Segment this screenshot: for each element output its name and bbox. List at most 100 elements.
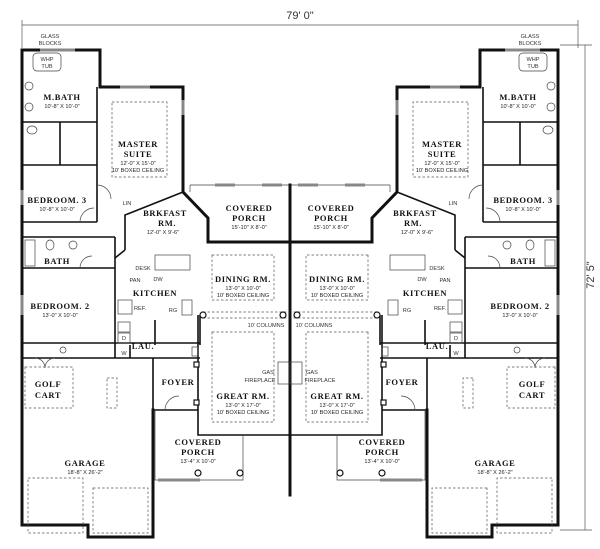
- right-m-bath-name: M.BATH: [499, 92, 536, 102]
- left-dining-name: DINING RM.: [215, 274, 271, 284]
- dimension-lines: [21, 20, 592, 531]
- left-bath-name: BATH: [44, 256, 70, 266]
- right-dining-name: DINING RM.: [309, 274, 365, 284]
- right-whp-tub-label: WHP: [526, 57, 539, 63]
- left-bedroom-3-dims: 10'-8" X 10'-0": [39, 207, 74, 213]
- left-m-bath-dims: 10'-8" X 10'-0": [44, 104, 79, 110]
- overall-width-label: 79' 0": [286, 10, 314, 22]
- right-golf-cart-name: GOLF: [519, 379, 546, 389]
- right-great-rm-name: GREAT RM.: [310, 391, 363, 401]
- right-brkfast-name: BRKFAST: [393, 208, 437, 218]
- right-washer-label: W: [453, 351, 459, 357]
- left-ref-label: REF.: [134, 306, 147, 312]
- left-front-porch-name: COVERED: [175, 437, 222, 447]
- left-glass-blocks-label: BLOCKS: [39, 41, 62, 47]
- left-columns-label: 10' COLUMNS: [248, 323, 285, 329]
- left-rear-porch-dims: 15'-10" X 8'-0": [231, 225, 266, 231]
- right-bedroom-3-name: BEDROOM. 3: [493, 195, 552, 205]
- right-front-porch-name: COVERED: [359, 437, 406, 447]
- right-brkfast-name: RM.: [404, 218, 422, 228]
- right-glass-blocks-label: BLOCKS: [519, 41, 542, 47]
- left-bedroom-2-dims: 13'-0" X 10'-0": [42, 313, 77, 319]
- right-great-rm-dims: 13'-0" X 17'-0": [319, 403, 354, 409]
- right-rear-porch-name: PORCH: [314, 213, 348, 223]
- left-master-suite-name: SUITE: [124, 149, 153, 159]
- right-desk-label: DESK: [429, 266, 445, 272]
- left-rear-porch-name: COVERED: [226, 203, 273, 213]
- left-rg-label: RG: [169, 308, 177, 314]
- right-foyer-name: FOYER: [386, 377, 419, 387]
- right-master-suite-ceiling: 10' BOXED CEILING: [416, 168, 468, 174]
- left-glass-blocks-label: GLASS: [41, 34, 60, 40]
- left-golf-cart-name: GOLF: [35, 379, 62, 389]
- right-front-porch-name: PORCH: [365, 447, 399, 457]
- left-dw-label: DW: [153, 277, 163, 283]
- right-linen-label: LIN: [449, 201, 458, 207]
- left-kitchen-name: KITCHEN: [133, 288, 178, 298]
- left-fireplace-label: FIREPLACE: [244, 378, 275, 384]
- left-great-rm-name: GREAT RM.: [216, 391, 269, 401]
- left-whp-tub-label: TUB: [41, 64, 52, 70]
- right-fireplace-label: FIREPLACE: [304, 378, 335, 384]
- right-columns-label: 10' COLUMNS: [296, 323, 333, 329]
- left-washer-label: W: [121, 351, 127, 357]
- left-dining-dims: 13'-0" X 10'-0": [225, 286, 260, 292]
- left-linen-label: LIN: [123, 201, 132, 207]
- left-golf-cart-name: CART: [35, 390, 61, 400]
- right-bedroom-2-dims: 13'-0" X 10'-0": [502, 313, 537, 319]
- right-master-suite-dims: 12'-0" X 15'-0": [424, 161, 459, 167]
- right-rear-porch-name: COVERED: [308, 203, 355, 213]
- right-whp-tub-label: TUB: [527, 64, 538, 70]
- right-dining-ceiling: 10' BOXED CEILING: [311, 293, 363, 299]
- right-dryer-label: D: [454, 336, 458, 342]
- right-master-suite-name: SUITE: [428, 149, 457, 159]
- left-great-rm-dims: 13'-0" X 17'-0": [225, 403, 260, 409]
- right-rear-porch-dims: 15'-10" X 8'-0": [313, 225, 348, 231]
- right-fireplace-label: GAS: [306, 370, 318, 376]
- right-m-bath-dims: 10'-8" X 10'-0": [500, 104, 535, 110]
- right-ref-label: REF.: [434, 306, 447, 312]
- left-brkfast-dims: 12'-0" X 9'-6": [147, 230, 179, 236]
- left-dining-ceiling: 10' BOXED CEILING: [217, 293, 269, 299]
- right-bedroom-2-name: BEDROOM. 2: [490, 301, 549, 311]
- left-pan-label: PAN: [129, 278, 140, 284]
- left-garage-dims: 18'-8" X 26'-2": [67, 470, 102, 476]
- left-m-bath-name: M.BATH: [43, 92, 80, 102]
- right-master-suite-name: MASTER: [422, 139, 462, 149]
- left-master-suite-dims: 12'-0" X 15'-0": [120, 161, 155, 167]
- left-foyer-name: FOYER: [162, 377, 195, 387]
- left-desk-label: DESK: [135, 266, 151, 272]
- right-kitchen-name: KITCHEN: [403, 288, 448, 298]
- left-whp-tub-label: WHP: [40, 57, 53, 63]
- left-garage-name: GARAGE: [65, 458, 106, 468]
- right-bath-name: BATH: [510, 256, 536, 266]
- left-front-porch-name: PORCH: [181, 447, 215, 457]
- right-garage-name: GARAGE: [475, 458, 516, 468]
- left-great-rm-ceiling: 10' BOXED CEILING: [217, 410, 269, 416]
- left-dryer-label: D: [122, 336, 126, 342]
- left-rear-porch-name: PORCH: [232, 213, 266, 223]
- right-pan-label: PAN: [439, 278, 450, 284]
- left-master-suite-ceiling: 10' BOXED CEILING: [112, 168, 164, 174]
- left-laundry-name: LAU.: [132, 341, 154, 351]
- left-master-suite-name: MASTER: [118, 139, 158, 149]
- right-rg-label: RG: [403, 308, 411, 314]
- left-brkfast-name: BRKFAST: [143, 208, 187, 218]
- right-dw-label: DW: [417, 277, 427, 283]
- overall-depth-label: 72' 5": [585, 261, 597, 289]
- right-great-rm-ceiling: 10' BOXED CEILING: [311, 410, 363, 416]
- left-fireplace-label: GAS: [262, 370, 274, 376]
- right-dining-dims: 13'-0" X 10'-0": [319, 286, 354, 292]
- right-glass-blocks-label: GLASS: [521, 34, 540, 40]
- right-laundry-name: LAU.: [426, 341, 448, 351]
- left-bedroom-2-name: BEDROOM. 2: [30, 301, 89, 311]
- right-bedroom-3-dims: 10'-8" X 10'-0": [505, 207, 540, 213]
- left-brkfast-name: RM.: [158, 218, 176, 228]
- left-front-porch-dims: 13'-4" X 10'-0": [180, 459, 215, 465]
- left-bedroom-3-name: BEDROOM. 3: [27, 195, 86, 205]
- right-brkfast-dims: 12'-0" X 9'-6": [401, 230, 433, 236]
- right-front-porch-dims: 13'-4" X 10'-0": [364, 459, 399, 465]
- right-garage-dims: 18'-8" X 26'-2": [477, 470, 512, 476]
